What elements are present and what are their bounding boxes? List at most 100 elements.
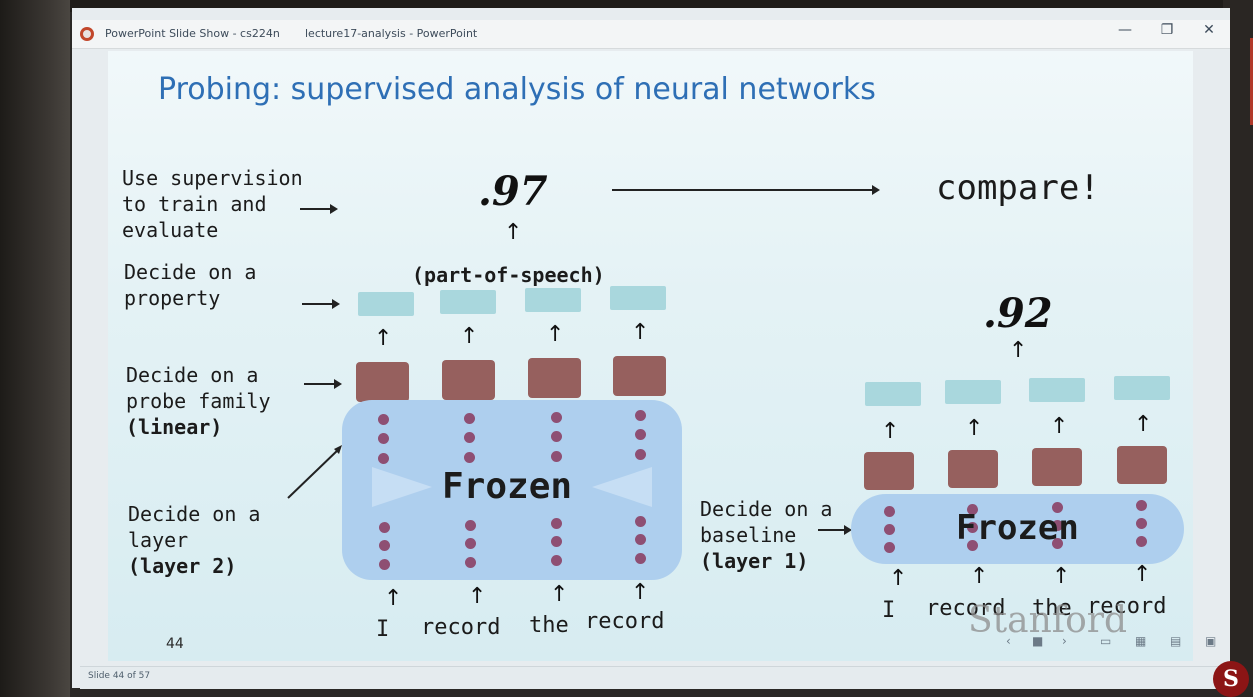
- step-supervision-line-3: evaluate: [122, 218, 219, 242]
- baseline-hidden-state-1: [878, 502, 900, 556]
- arrow-up-probe-2: ↑: [460, 324, 479, 349]
- slide-sorter-icon[interactable]: ▦: [1135, 634, 1147, 648]
- minimize-button[interactable]: —: [1118, 22, 1132, 38]
- probe-box-2: [442, 360, 495, 400]
- baseline-arrow-up-word-2: ↑: [970, 564, 989, 589]
- step-supervision-label: Use supervision to train and evaluate: [122, 165, 303, 243]
- stanford-watermark: Stanford: [968, 600, 1128, 641]
- baseline-hidden-state-4: [1130, 496, 1152, 550]
- frozen-label-main: Frozen: [442, 466, 573, 507]
- step-layer-line-1: Decide on a: [128, 502, 261, 526]
- step-supervision-line-1: Use supervision: [122, 166, 303, 190]
- baseline-probe-box-2: [948, 450, 998, 488]
- previous-slide-icon[interactable]: ‹: [1006, 634, 1011, 648]
- powerpoint-app-icon: [80, 27, 94, 41]
- arrow-probe: [304, 379, 342, 389]
- step-probe-line-2: probe family: [126, 389, 271, 413]
- slideshow-pen-icon[interactable]: ■: [1032, 634, 1044, 648]
- step-baseline-line-2: baseline: [700, 523, 797, 547]
- baseline-output-box-3: [1029, 378, 1085, 402]
- step-baseline-line-1: Decide on a: [700, 497, 833, 521]
- slide-counter: Slide 44 of 57: [88, 671, 151, 681]
- normal-view-icon[interactable]: ▭: [1100, 634, 1112, 648]
- app-title: PowerPoint Slide Show - cs224n: [105, 27, 280, 40]
- output-box-4: [610, 286, 666, 310]
- arrow-up-word-1: ↑: [384, 586, 403, 611]
- step-property-line-1: Decide on a: [124, 260, 257, 284]
- close-button[interactable]: ✕: [1203, 22, 1215, 38]
- arrow-up-score-baseline: ↑: [1009, 338, 1028, 363]
- baseline-hidden-state-3: [1046, 498, 1068, 552]
- output-box-2: [440, 290, 496, 314]
- arrow-up-probe-4: ↑: [631, 320, 650, 345]
- baseline-hidden-state-2: [961, 500, 983, 554]
- input-word-3: the: [529, 613, 569, 638]
- hidden-state-top-2: [458, 409, 480, 467]
- baseline-arrow-up-word-3: ↑: [1052, 564, 1071, 589]
- score-main: .97: [478, 168, 548, 215]
- probe-box-4: [613, 356, 666, 396]
- step-probe-note: (linear): [126, 415, 223, 439]
- arrow-property: [302, 299, 340, 309]
- baseline-arrow-up-word-1: ↑: [889, 566, 908, 591]
- arrow-up-word-4: ↑: [631, 580, 650, 605]
- baseline-word-1: I: [882, 598, 896, 623]
- step-layer-line-2: layer: [128, 528, 189, 552]
- slideshow-view-icon[interactable]: ▣: [1205, 634, 1217, 648]
- baseline-arrow-up-probe-1: ↑: [881, 419, 900, 444]
- step-baseline-label: Decide on a baseline (layer 1): [700, 496, 832, 574]
- input-word-1: I: [376, 617, 390, 642]
- hidden-state-top-1: [372, 410, 394, 468]
- arrow-baseline: [818, 525, 852, 535]
- baseline-word-3: the: [1032, 596, 1072, 621]
- step-supervision-line-2: to train and: [122, 192, 267, 216]
- status-bar: Slide 44 of 57: [80, 666, 1220, 689]
- step-property-label: Decide on a property: [124, 259, 256, 311]
- arrow-supervision: [300, 204, 338, 214]
- next-slide-icon[interactable]: ›: [1062, 634, 1067, 648]
- baseline-probe-box-1: [864, 452, 914, 490]
- hidden-state-bottom-4: [629, 512, 651, 568]
- probe-box-3: [528, 358, 581, 398]
- step-baseline-note: (layer 1): [700, 549, 809, 573]
- hidden-state-bottom-1: [373, 518, 395, 574]
- input-word-2: record: [421, 615, 501, 640]
- baseline-arrow-up-probe-2: ↑: [965, 416, 984, 441]
- step-probe-label: Decide on a probe family (linear): [126, 362, 271, 440]
- hidden-state-top-3: [545, 408, 567, 466]
- baseline-output-box-1: [865, 382, 921, 406]
- output-box-3: [525, 288, 581, 312]
- baseline-arrow-up-probe-3: ↑: [1050, 414, 1069, 439]
- hidden-state-bottom-3: [545, 514, 567, 570]
- arrow-up-score-main: ↑: [504, 220, 523, 245]
- baseline-arrow-up-word-4: ↑: [1133, 562, 1152, 587]
- frozen-encoder-layer1: [851, 494, 1184, 564]
- arrow-to-compare: [612, 185, 880, 195]
- baseline-arrow-up-probe-4: ↑: [1134, 412, 1153, 437]
- monitor-bezel-left: [0, 0, 70, 697]
- property-name: (part-of-speech): [412, 263, 605, 287]
- reading-view-icon[interactable]: ▤: [1170, 634, 1182, 648]
- baseline-word-2: record: [926, 596, 1006, 621]
- slide-page-number: 44: [166, 636, 184, 652]
- output-box-1: [358, 292, 414, 316]
- slide-title: Probing: supervised analysis of neural n…: [158, 72, 876, 107]
- arrow-up-probe-3: ↑: [546, 322, 565, 347]
- baseline-probe-box-4: [1117, 446, 1167, 484]
- scrollbar-thumb[interactable]: [1250, 38, 1253, 125]
- restore-button[interactable]: ❐: [1160, 22, 1174, 38]
- score-baseline: .92: [983, 290, 1053, 337]
- arrow-up-word-3: ↑: [550, 582, 569, 607]
- input-word-4: record: [585, 609, 665, 634]
- arrow-up-probe-1: ↑: [374, 326, 393, 351]
- baseline-probe-box-3: [1032, 448, 1082, 486]
- frozen-cross-connections: [372, 467, 652, 507]
- step-layer-label: Decide on a layer (layer 2): [128, 501, 260, 579]
- baseline-output-box-2: [945, 380, 1001, 404]
- arrow-up-word-2: ↑: [468, 584, 487, 609]
- baseline-word-4: record: [1087, 594, 1167, 619]
- baseline-output-box-4: [1114, 376, 1170, 400]
- frozen-label-baseline: Frozen: [956, 508, 1079, 548]
- stanford-logo-icon: S: [1213, 661, 1249, 697]
- probe-box-1: [356, 362, 409, 402]
